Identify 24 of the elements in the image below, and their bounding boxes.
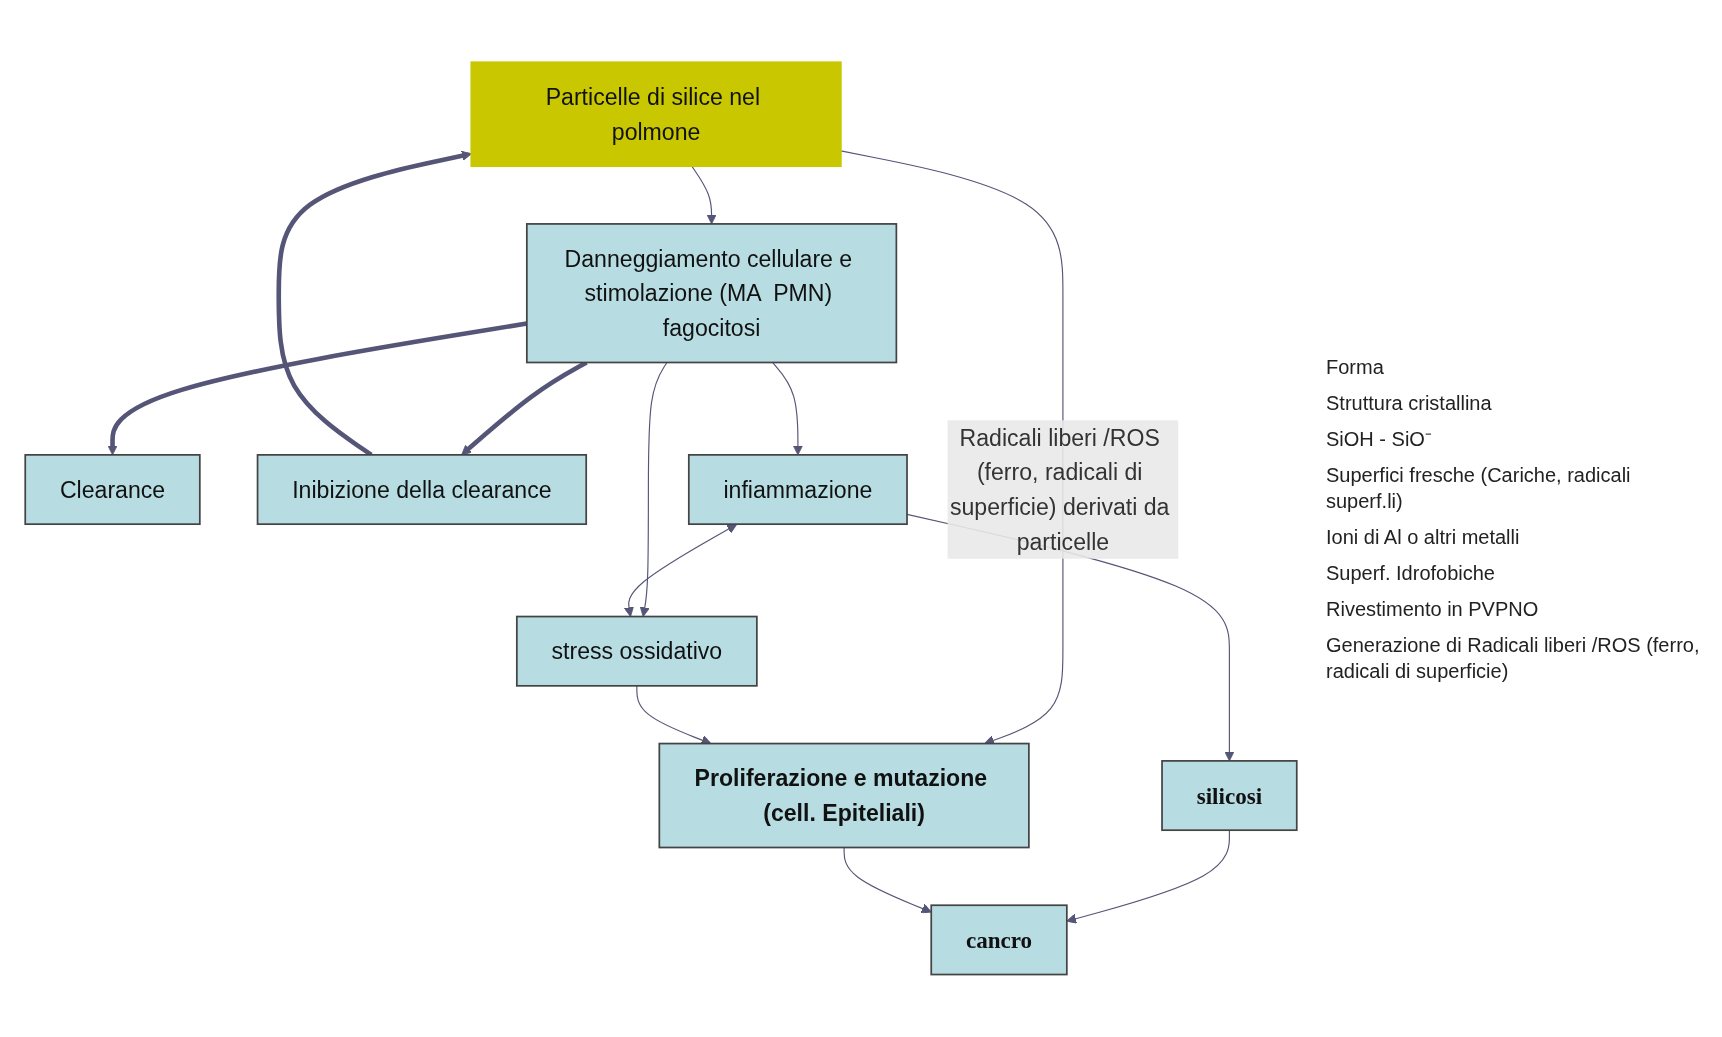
note-text: Struttura cristallina [1326,390,1493,416]
node-box: stress ossidativo [515,615,758,687]
note-text: Rivestimento in PVPNO [1326,596,1540,622]
note-text: Forma [1326,354,1385,380]
node-box: Clearance [24,454,201,526]
arrow [623,524,738,618]
arrow [691,165,717,225]
node-box: Particelle di silice nel polmone [470,61,842,168]
node-box: Danneggiamento cellulare e stimolazione (MA PMN) fagocitosi [525,223,898,364]
node-box: cancro [930,904,1068,976]
note-text: Ioni di Al o altri metalli [1326,524,1521,550]
arrow [639,362,668,618]
arrow [843,847,932,914]
node-box: infiammazione [687,454,908,526]
note-text: Superf. Idrofobiche [1326,560,1496,586]
node-box: Inibizione della clearance [256,454,588,526]
note-text: SiOH - SiO⁻ [1326,426,1433,452]
node-box: silicosi [1161,760,1298,832]
edge-label: Radicali liberi /ROS (ferro, radicali di superficie) derivati da particelle [949,424,1170,555]
node-box: Proliferazione e mutazione (cell. Epiteliali) [658,742,1030,849]
note-text: Generazione di Radicali liberi /ROS (ferro, radicali di superficie) [1326,632,1701,684]
note-text: Superfici fresche (Cariche, radicali superf.li) [1326,462,1632,514]
arrow [1066,829,1230,924]
arrow [771,362,803,456]
